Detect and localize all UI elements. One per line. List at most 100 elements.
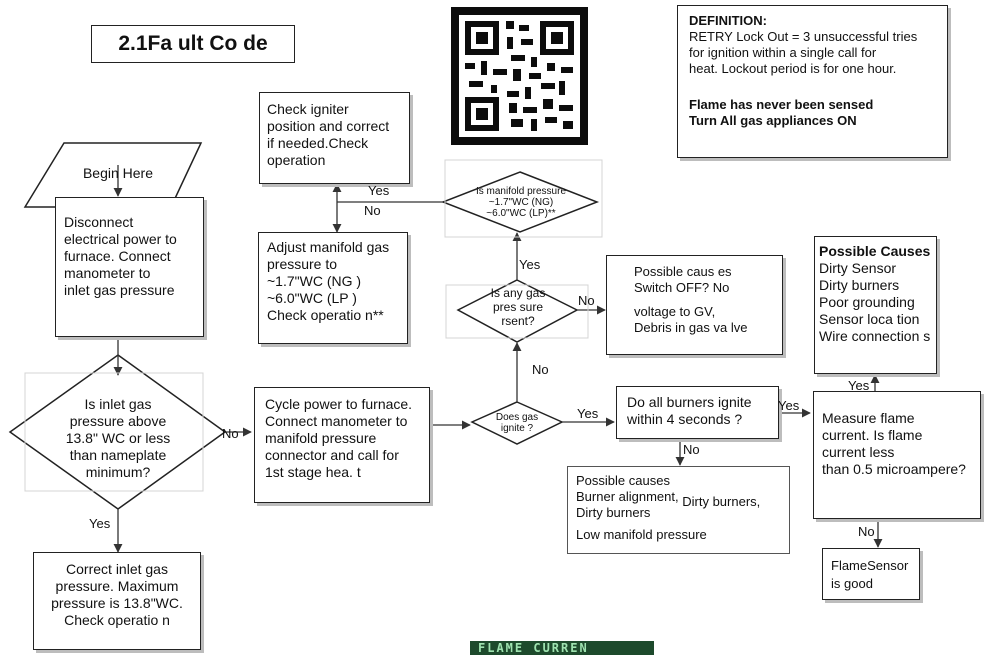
step-text: connector and call for xyxy=(265,447,399,463)
step-text: Check operatio n xyxy=(64,612,170,628)
no-label: No xyxy=(683,442,700,457)
correct-inlet-step: Correct inlet gas pressure. Maximum pres… xyxy=(33,552,201,650)
step-text: current. Is flame xyxy=(822,427,923,443)
manifold-decision-shape xyxy=(440,171,600,233)
step-text: Connect manometer to xyxy=(265,413,408,429)
yes-label: Yes xyxy=(89,516,111,531)
no-label: No xyxy=(858,524,875,539)
step-text: ~6.0"WC (LP ) xyxy=(267,290,357,306)
question-text: minimum? xyxy=(85,464,151,480)
possible-causes-gas-valve: Possible caus es Switch OFF? No voltage … xyxy=(606,255,783,355)
qr-code-icon[interactable] xyxy=(451,7,588,145)
step-text: pressure is 13.8"WC. xyxy=(51,595,183,611)
definition-box: DEFINITION: RETRY Lock Out = 3 unsuccess… xyxy=(677,5,948,158)
cause-text: Switch OFF? No xyxy=(634,280,730,295)
question-text: rsent? xyxy=(501,314,535,328)
question-text: than nameplate xyxy=(69,447,167,463)
cause-item: Poor grounding xyxy=(819,294,915,310)
adjust-manifold-step: Adjust manifold gas pressure to ~1.7"WC … xyxy=(258,232,408,344)
question-text: Is manifold pressure xyxy=(475,186,567,197)
cause-text: Possible caus es xyxy=(634,264,732,279)
flame-current-banner: FLAME CURREN xyxy=(470,641,654,655)
step-text: Check igniter xyxy=(267,101,349,117)
question-text: 13.8" WC or less xyxy=(65,430,171,446)
step-text: Adjust manifold gas xyxy=(267,239,390,255)
definition-line: RETRY Lock Out = 3 unsuccessful tries xyxy=(689,29,918,44)
yes-label: Yes xyxy=(368,183,390,198)
no-label: No xyxy=(364,203,381,218)
manifold-pressure-question: Is manifold pressure ~1.7"WC (NG) ~6.0"W… xyxy=(458,186,584,219)
question-text: ~1.7"WC (NG) xyxy=(488,197,554,208)
yes-label: Yes xyxy=(848,378,870,393)
step-text: operation xyxy=(267,152,326,168)
cause-item: Dirty Sensor xyxy=(819,260,897,276)
gas-ignite-question: Does gas ignite ? xyxy=(486,412,548,434)
page-title: 2.1Fa ult Co de xyxy=(91,25,295,63)
step-text: inlet gas pressure xyxy=(64,282,175,298)
step-text: if needed.Check xyxy=(267,135,369,151)
definition-line: for ignition within a single call for xyxy=(689,45,877,60)
step-text: ~1.7"WC (NG ) xyxy=(267,273,362,289)
no-label: No xyxy=(222,426,239,441)
burners-ignite-question: Do all burners ignite within 4 seconds ? xyxy=(616,386,779,439)
step-text: pressure to xyxy=(267,256,338,272)
cause-text: Possible causes xyxy=(576,473,670,488)
cause-item: Dirty burners xyxy=(819,277,900,293)
scan-guide-box xyxy=(444,159,603,238)
result-text: is good xyxy=(831,576,873,591)
cause-item: Sensor loca tion xyxy=(819,311,920,327)
causes-heading: Possible Causes xyxy=(819,243,931,259)
no-label: No xyxy=(532,362,549,377)
question-text: Does gas xyxy=(495,412,539,423)
cause-text: Dirty burners, xyxy=(682,494,761,509)
cycle-power-step: Cycle power to furnace. Connect manomete… xyxy=(254,387,430,503)
question-text: ignite ? xyxy=(500,423,534,434)
definition-note: Turn All gas appliances ON xyxy=(689,113,857,128)
yes-label: Yes xyxy=(577,406,599,421)
definition-line: heat. Lockout period is for one hour. xyxy=(689,61,897,76)
possible-causes-flame: Possible Causes Dirty Sensor Dirty burne… xyxy=(814,236,937,374)
step-text: electrical power to xyxy=(64,231,177,247)
any-gas-decision-shape xyxy=(456,279,579,343)
qr-code-graphic xyxy=(459,15,580,137)
question-text: within 4 seconds ? xyxy=(627,411,743,427)
question-text: ~6.0"WC (LP)** xyxy=(486,208,556,219)
possible-causes-burner: Possible causes Burner alignment, Dirty … xyxy=(567,466,790,554)
any-gas-question: Is any gas pres sure rsent? xyxy=(468,286,568,328)
scan-guide-box xyxy=(24,372,204,492)
definition-heading: DEFINITION: xyxy=(689,13,767,28)
begin-here-label: Begin Here xyxy=(82,165,154,181)
step-text: Check operatio n** xyxy=(267,307,384,323)
disconnect-power-step: Disconnect electrical power to furnace. … xyxy=(55,197,204,337)
result-text: FlameSensor xyxy=(831,558,909,573)
cause-text: Dirty burners xyxy=(576,505,651,520)
cause-text: Burner alignment, xyxy=(576,489,679,504)
step-text: Correct inlet gas xyxy=(66,561,168,577)
yes-label: Yes xyxy=(778,398,800,413)
measure-flame-step: Measure flame current. Is flame current … xyxy=(813,391,981,519)
scan-guide-box xyxy=(445,284,589,339)
step-text: furnace. Connect xyxy=(64,248,171,264)
step-text: Cycle power to furnace. xyxy=(265,396,413,412)
cause-text: Debris in gas va lve xyxy=(634,320,748,335)
step-text: pressure. Maximum xyxy=(55,578,179,594)
step-text: manifold pressure xyxy=(265,430,377,446)
step-text: Measure flame xyxy=(822,410,915,426)
no-label: No xyxy=(578,293,595,308)
step-text: current less xyxy=(822,444,895,460)
step-text: position and correct xyxy=(267,118,390,134)
step-text: manometer to xyxy=(64,265,151,281)
cause-text: voltage to GV, xyxy=(634,304,716,319)
question-text: Do all burners ignite xyxy=(627,394,752,410)
step-text: than 0.5 microampere? xyxy=(822,461,966,477)
definition-note: Flame has never been sensed xyxy=(689,97,874,112)
cause-text: Low manifold pressure xyxy=(576,527,707,542)
question-text: pressure above xyxy=(69,413,167,429)
question-text: Is any gas xyxy=(490,286,546,300)
cause-item: Wire connection s xyxy=(819,328,931,344)
yes-label: Yes xyxy=(519,257,541,272)
inlet-pressure-question: Is inlet gas pressure above 13.8" WC or … xyxy=(56,396,180,481)
step-text: Disconnect xyxy=(64,214,134,230)
